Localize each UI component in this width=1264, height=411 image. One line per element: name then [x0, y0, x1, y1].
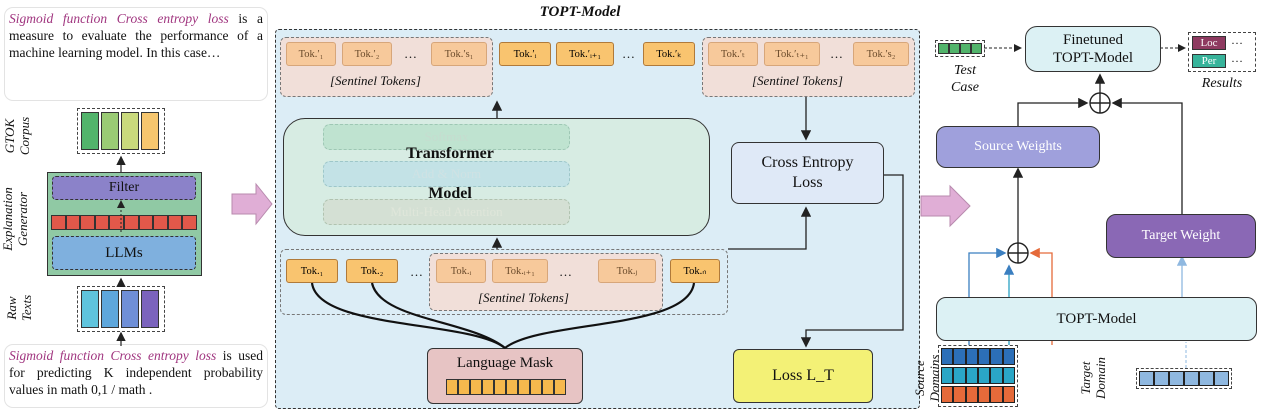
top-tok-s1: Tok.′s₁	[431, 42, 487, 66]
top-tok-t: Tok.′ₜ	[708, 42, 758, 66]
loss-box: Loss L_T	[733, 349, 873, 403]
bottom-example-rest: is used for predicting K independent pro…	[9, 348, 263, 397]
llm-box: LLMs	[52, 236, 196, 270]
results-box: Loc … Per …	[1188, 32, 1256, 72]
target-weight-box: Target Weight	[1106, 214, 1256, 258]
bottom-token-row	[280, 249, 728, 315]
finetuned-model: Finetuned TOPT-Model	[1025, 26, 1161, 72]
bot-tok-1: Tok.₁	[286, 259, 338, 283]
topt-model-box: TOPT-Model	[936, 297, 1257, 341]
bot-tok-n: Tok.ₙ	[670, 259, 720, 283]
left-connectors	[116, 155, 273, 346]
top-right-sentinel-label: [Sentinel Tokens]	[752, 73, 843, 88]
layer-add-norm: Add & Norm	[323, 161, 570, 187]
target-domain-grid	[1136, 368, 1232, 389]
test-case-label: Test Case	[951, 63, 979, 95]
top-example-text: Sigmoid function Cross entropy loss is a…	[5, 8, 267, 100]
top-tok-k: Tok.′ₖ	[643, 42, 695, 66]
bot-tok-2: Tok.₂	[346, 259, 398, 283]
language-mask-label: Language Mask	[456, 355, 554, 371]
top-left-dots: …	[404, 46, 417, 61]
bot-sent-dots: …	[559, 264, 572, 279]
bot-tok-i: Tok.ᵢ	[436, 259, 486, 283]
top-example-highlight: Sigmoid function Cross entropy loss	[9, 11, 229, 26]
explanation-generator: Filter LLMs	[47, 172, 202, 276]
top-tok-2: Tok.′₂	[342, 42, 392, 66]
middle-connectors	[310, 97, 904, 349]
model-title: TOPT-Model	[539, 4, 621, 20]
top-tok-s2: Tok.′s₂	[853, 42, 909, 66]
target-domain-label: Target Domain	[1078, 357, 1108, 399]
bottom-sentinel-label: [Sentinel Tokens]	[478, 290, 569, 305]
top-example-rest: is a measure to evaluate the performance…	[9, 11, 263, 60]
bot-tok-i1: Tok.ᵢ₊₁	[492, 259, 548, 283]
filter-box: Filter	[52, 176, 196, 200]
top-tok-t1: Tok.′ₜ₊₁	[764, 42, 820, 66]
bottom-example-highlight: Sigmoid function Cross entropy loss	[9, 348, 217, 363]
raw-texts-grid	[77, 286, 165, 332]
transformer-title: Transformer	[406, 145, 494, 162]
top-tok-i: Tok.′ᵢ	[499, 42, 551, 66]
source-weights-box: Source Weights	[936, 126, 1100, 168]
cross-entropy-loss: Cross Entropy Loss	[731, 142, 884, 204]
pink-arrow-2	[920, 184, 971, 228]
token-strip	[51, 215, 197, 230]
bottom-example-text: Sigmoid function Cross entropy loss is u…	[5, 345, 267, 407]
result-loc: Loc	[1192, 36, 1226, 50]
bot-tok-j: Tok.ⱼ	[598, 259, 656, 283]
top-mid-dots: …	[622, 46, 635, 61]
mask-cells	[446, 379, 566, 395]
top-tok-i1: Tok.′ᵢ₊₁	[556, 42, 614, 66]
top-left-sentinel-label: [Sentinel Tokens]	[330, 73, 421, 88]
transformer-subtitle: Model	[428, 185, 472, 202]
test-case-grid	[935, 40, 985, 57]
layer-softmax: Softmax	[323, 124, 570, 150]
source-domains-grid	[938, 345, 1018, 407]
language-mask-box: Language Mask	[427, 348, 583, 404]
pink-arrow-1	[231, 182, 273, 226]
result-per: Per	[1192, 54, 1226, 68]
layer-attention: Multi-Head Attention	[323, 199, 570, 225]
top-right-dots: …	[830, 46, 843, 61]
results-label: Results	[1201, 76, 1243, 91]
top-tok-1: Tok.′₁	[286, 42, 336, 66]
bot-left-dots: …	[410, 264, 423, 279]
gtok-corpus-grid	[77, 108, 165, 154]
